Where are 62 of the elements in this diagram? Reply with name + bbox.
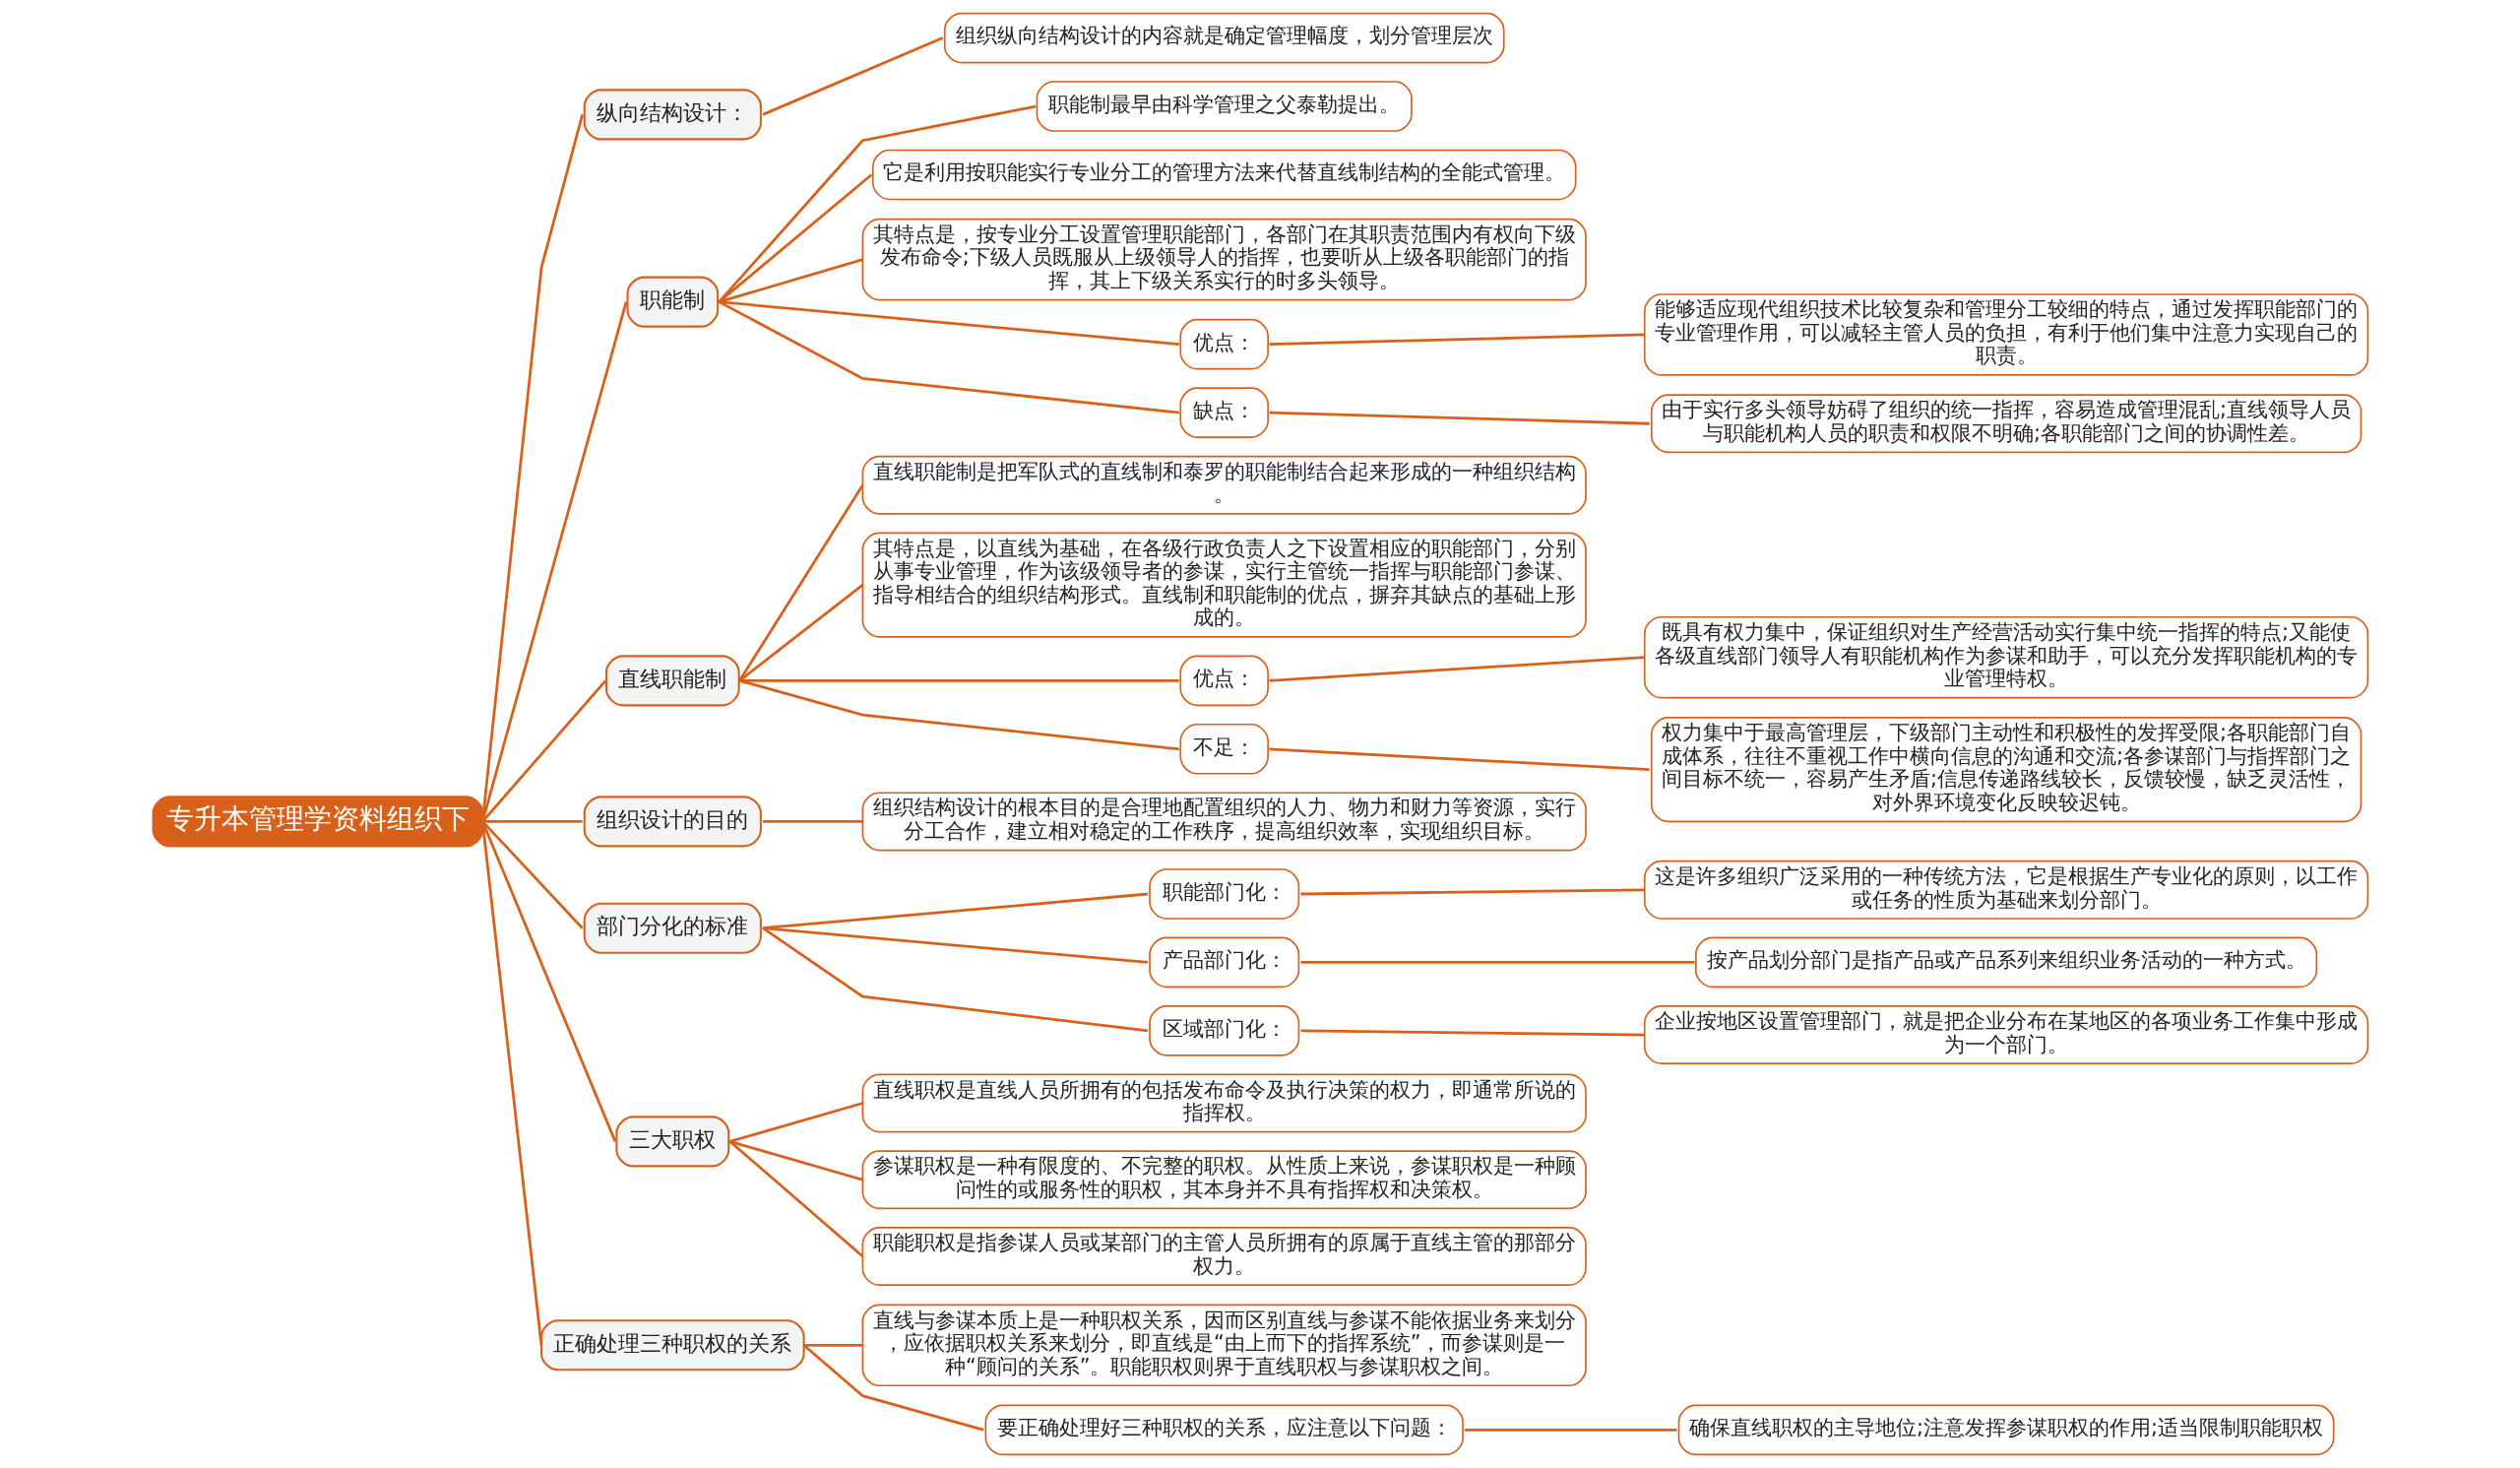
node-box: 不足： bbox=[1178, 723, 1269, 775]
node-box: 优点： bbox=[1178, 318, 1269, 370]
connector bbox=[762, 926, 1148, 964]
node-box: 直线职权是直线人员所拥有的包括发布命令及执行决策的权力，即通常所说的指挥权。 bbox=[861, 1073, 1587, 1133]
connector bbox=[728, 1140, 863, 1258]
node-box: 其特点是，按专业分工设置管理职能部门，各部门在其职责范围内有权向下级发布命令;下级人员既服从上级领导人的指挥，也要听从上级各职能部门的指挥，其上下级关系实行的时多头领导。 bbox=[861, 218, 1587, 301]
connector bbox=[481, 820, 583, 823]
node-box: 纵向结构设计： bbox=[583, 89, 762, 141]
connector bbox=[1299, 961, 1694, 964]
node-box: 专升本管理学资料组织下 bbox=[152, 796, 483, 848]
node-box: 其特点是，以直线为基础，在各级行政负责人之下设置相应的职能部门，分别从事专业管理，作为该级领导者的参谋，实行主管统一指挥与职能部门参谋、指导相结合的组织结构形式。直线制和职能制的优点，摒弃其缺点的基础上形成的。 bbox=[861, 532, 1587, 638]
connector bbox=[761, 36, 943, 116]
node-box: 既具有权力集中，保证组织对生产经营活动实行集中统一指挥的特点;又能使各级直线部门领导人有职能机构作为参谋和助手，可以充分发挥职能机构的专业管理特权。 bbox=[1643, 615, 2368, 699]
connector bbox=[802, 1344, 984, 1432]
connector bbox=[1269, 333, 1645, 347]
connector bbox=[738, 679, 1179, 751]
node-box: 组织设计的目的 bbox=[583, 796, 762, 848]
node-box: 职能职权是指参谋人员或某部门的主管人员所拥有的原属于直线主管的那部分权力。 bbox=[861, 1227, 1587, 1287]
node-box: 正确处理三种职权的关系 bbox=[539, 1319, 805, 1372]
node-box: 参谋职权是一种有限度的、不完整的职权。从性质上来说，参谋职权是一种顾问性的或服务性的职权，其本身并不具有指挥权和决策权。 bbox=[861, 1150, 1587, 1210]
node-box: 权力集中于最高管理层，下级部门主动性和积极性的发挥受限;各职能部门自成体系，往往不重视工作中横向信息的沟通和交流;各参谋部门与指挥部门之间目标不统一，容易产生矛盾;信息传递路线较长，反馈较慢，缺乏灵活性，对外界环境变化反映较迟钝。 bbox=[1650, 717, 2362, 823]
node-box: 这是许多组织广泛采用的一种传统方法，它是根据生产专业化的原则，以工作或任务的性质为基础来划分部门。 bbox=[1643, 860, 2368, 920]
node-box: 由于实行多头领导妨碍了组织的统一指挥，容易造成管理混乱;直线领导人员与职能机构人员的职责和权限不明确;各职能部门之间的协调性差。 bbox=[1650, 394, 2362, 454]
connector bbox=[1268, 747, 1650, 771]
node-box: 缺点： bbox=[1178, 387, 1269, 438]
node-box: 直线职能制是把军队式的直线制和泰罗的职能制结合起来形成的一种组织结构。 bbox=[861, 455, 1587, 515]
connector bbox=[803, 1343, 862, 1347]
node-box: 职能部门化： bbox=[1148, 868, 1299, 920]
connector bbox=[738, 584, 863, 682]
node-box: 企业按地区设置管理部门，就是把企业分布在某地区的各项业务工作集中形成为一个部门。 bbox=[1643, 1005, 2368, 1065]
node-box: 职能制 bbox=[625, 276, 719, 328]
node-box: 三大职权 bbox=[614, 1116, 729, 1168]
node-box: 要正确处理好三种职权的关系，应注意以下问题： bbox=[984, 1404, 1464, 1456]
node-box: 区域部门化： bbox=[1148, 1005, 1299, 1056]
connector bbox=[1464, 1429, 1676, 1432]
connector bbox=[762, 820, 862, 823]
connector bbox=[718, 104, 1036, 303]
connector bbox=[718, 300, 1179, 347]
node-box: 产品部门化： bbox=[1148, 936, 1299, 989]
connector bbox=[762, 892, 1148, 930]
connector bbox=[761, 926, 1148, 1033]
connector bbox=[1299, 1029, 1645, 1037]
node-box: 组织纵向结构设计的内容就是确定管理幅度，划分管理层次 bbox=[943, 12, 1505, 64]
node-box: 按产品划分部门是指产品或产品系列来组织业务活动的一种方式。 bbox=[1694, 936, 2317, 989]
node-box: 优点： bbox=[1178, 655, 1269, 707]
connector bbox=[1299, 888, 1645, 896]
connector bbox=[718, 300, 1179, 415]
connector bbox=[728, 1102, 863, 1143]
connector bbox=[728, 1140, 863, 1181]
node-box: 组织结构设计的根本目的是合理地配置组织的人力、物力和财力等资源，实行分工合作，建立相对稳定的工作秩序，提高组织效率，实现组织目标。 bbox=[861, 792, 1587, 852]
connector bbox=[1268, 656, 1645, 682]
node-box: 确保直线职权的主导地位;注意发挥参谋职权的作用;适当限制职能职权 bbox=[1677, 1404, 2335, 1456]
node-box: 部门分化的标准 bbox=[583, 902, 762, 954]
connector bbox=[1269, 411, 1650, 425]
connector bbox=[480, 114, 584, 822]
connector bbox=[718, 173, 872, 303]
node-box: 直线职能制 bbox=[604, 655, 740, 707]
node-box: 能够适应现代组织技术比较复杂和管理分工较细的特点，通过发挥职能部门的专业管理作用，可以减轻主管人员的负担，有利于他们集中注意力实现自己的职责。 bbox=[1643, 293, 2368, 376]
node-box: 职能制最早由科学管理之父泰勒提出。 bbox=[1036, 81, 1413, 132]
connector bbox=[737, 484, 864, 682]
node-box: 直线与参谋本质上是一种职权关系，因而区别直线与参谋不能依据业务来划分，应依据职权关系来划分，即直线是“由上而下的指挥系统”，而参谋则是一种“顾问的关系”。职能职权则界于直线职权与参谋职权之间。 bbox=[861, 1304, 1587, 1387]
node-box: 它是利用按职能实行专业分工的管理方法来代替直线制结构的全能式管理。 bbox=[871, 149, 1576, 201]
